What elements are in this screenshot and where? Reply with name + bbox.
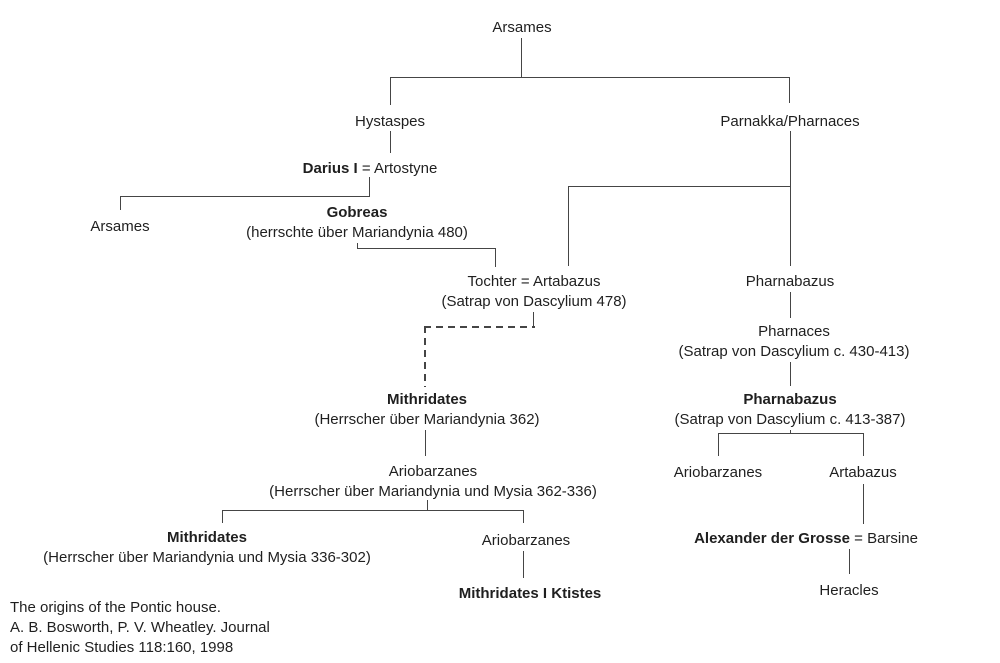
node-annotation: (Herrscher über Mariandynia und Mysia 33… [43, 549, 371, 566]
connector-to-artabazus-husband [568, 186, 569, 266]
connector-top-bus [390, 77, 790, 78]
node-alexander-barsine: Alexander der Grosse = Barsine [694, 530, 918, 547]
node-darius-i: Darius I = Artostyne [302, 160, 438, 177]
connector-barsine-heracles [849, 549, 850, 574]
connector-artabazus-barsine [863, 484, 864, 524]
connector-to-mithridates-ktistes [523, 551, 524, 578]
connector-parnakka-bus [568, 186, 791, 187]
node-annotation: (Satrap von Dascylium c. 430-413) [678, 343, 910, 360]
connector-arsames-down [521, 38, 522, 77]
connector-to-mithridates-ii [222, 510, 223, 523]
node-artabazus-ii: Artabazus [829, 464, 897, 481]
node-pharnabazus-i: Pharnabazus [745, 273, 835, 290]
connector-pharnabazus-ii-down [790, 430, 791, 434]
node-hystaspes: Hystaspes [354, 113, 426, 130]
node-arsames-younger: Arsames [90, 218, 150, 235]
connector-pharnabazus-pharnaces [790, 292, 791, 318]
connector-darius-bus [120, 196, 370, 197]
node-annotation: (Herrscher über Mariandynia 362) [314, 411, 540, 428]
caption-line-3: of Hellenic Studies 118:160, 1998 [10, 639, 234, 656]
node-arsames-elder: Arsames [492, 19, 552, 36]
node-ariobarzanes-ii: Ariobarzanes [481, 532, 571, 549]
connector-hystaspes-darius [390, 131, 391, 153]
connector-mithridates-ariobarzanes [425, 430, 426, 456]
connector-to-tochter [495, 248, 496, 267]
node-pharnabazus-ii: Pharnabazus (Satrap von Dascylium c. 413… [674, 391, 906, 428]
node-annotation: (herrschte über Mariandynia 480) [246, 224, 468, 241]
connector-to-artabazus-ii [863, 433, 864, 456]
connector-pharnabazus-ii-bus [718, 433, 864, 434]
connector-ariobarzanes-i-down [427, 500, 428, 511]
node-annotation: (Satrap von Dascylium c. 413-387) [674, 411, 906, 428]
node-tochter-artabazus: Tochter = Artabazus (Satrap von Dascyliu… [441, 273, 627, 310]
node-ariobarzanes-i: Ariobarzanes (Herrscher über Mariandynia… [269, 463, 597, 500]
caption-line-2: A. B. Bosworth, P. V. Wheatley. Journal [10, 619, 270, 636]
connector-gobreas-elbow [357, 248, 496, 249]
node-annotation: (Satrap von Dascylium 478) [441, 293, 627, 310]
connector-pharnaces-pharnabazus-ii [790, 362, 791, 386]
connector-to-ariobarzanes-iii [718, 433, 719, 456]
node-mithridates-i: Mithridates (Herrscher über Mariandynia … [314, 391, 540, 428]
connector-to-ariobarzanes-ii [523, 510, 524, 523]
node-pharnaces-satrap: Pharnaces (Satrap von Dascylium c. 430-4… [678, 323, 910, 360]
node-mithridates-ktistes: Mithridates I Ktistes [458, 585, 602, 602]
node-gobreas: Gobreas (herrschte über Mariandynia 480) [246, 204, 468, 241]
caption: The origins of the Pontic house. A. B. B… [10, 598, 270, 658]
connector-gobreas-down [357, 243, 358, 249]
connector-to-parnakka [789, 77, 790, 103]
connector-darius-down [369, 177, 370, 196]
connector-to-hystaspes [390, 77, 391, 105]
connector-ariobarzanes-i-bus [222, 510, 524, 511]
connector-parnakka-down [790, 131, 791, 187]
caption-line-1: The origins of the Pontic house. [10, 599, 221, 616]
node-heracles: Heracles [819, 582, 879, 599]
connector-tochter-down [533, 312, 534, 326]
node-annotation: (Herrscher über Mariandynia und Mysia 36… [269, 483, 597, 500]
connector-to-pharnabazus-i [790, 186, 791, 266]
node-ariobarzanes-iii: Ariobarzanes [673, 464, 763, 481]
connector-dashed-vertical [424, 326, 426, 387]
node-mithridates-ii: Mithridates (Herrscher über Mariandynia … [43, 529, 371, 566]
node-parnakka-pharnaces: Parnakka/Pharnaces [720, 113, 860, 130]
connector-to-arsames-younger [120, 196, 121, 210]
connector-dashed-horizontal [424, 326, 535, 328]
